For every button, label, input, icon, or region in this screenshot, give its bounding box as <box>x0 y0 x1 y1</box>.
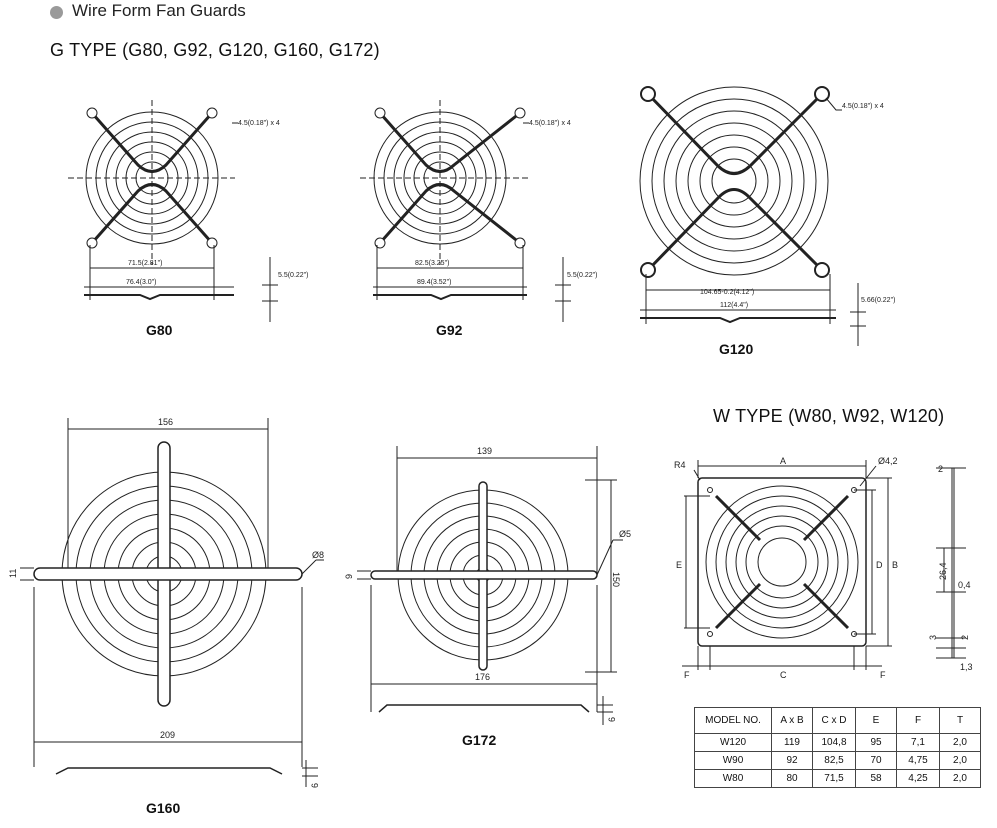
g92-outer-dim: 89.4(3.52") <box>417 279 451 286</box>
g172-label: G172 <box>462 732 497 748</box>
table-row: W80 80 71,5 58 4,25 2,0 <box>694 769 981 788</box>
w-b-label: B <box>892 560 898 570</box>
cell-f: 7,1 <box>896 733 940 752</box>
g160-thick-dim: 6 <box>310 783 320 788</box>
w-side-dim-2: 26,4 <box>938 562 948 580</box>
cell-e: 58 <box>855 769 897 788</box>
header-axb: A x B <box>771 707 813 734</box>
w-d-label: D <box>876 560 883 570</box>
w-side-dim-4: 3 <box>928 635 938 640</box>
header-t: T <box>939 707 981 734</box>
cell-f: 4,75 <box>896 751 940 770</box>
g172-top-dim: 139 <box>477 446 492 456</box>
g80-label: G80 <box>146 322 173 338</box>
g80-thick-dim: 5.5(0.22") <box>278 272 309 279</box>
g160-side-dim: 11 <box>8 569 18 578</box>
g172-side-dim: 9 <box>344 574 354 579</box>
cell-axb: 119 <box>771 733 813 752</box>
w-r4-label: R4 <box>674 460 686 470</box>
g120-label: G120 <box>719 341 754 357</box>
g120-hole-label: 4.5(0.18") x 4 <box>842 103 884 110</box>
cell-cxd: 82,5 <box>812 751 856 770</box>
cell-t: 2,0 <box>939 751 981 770</box>
g160-bottom-dim: 209 <box>160 730 175 740</box>
g80-hole-label: 4.5(0.18") x 4 <box>238 120 280 127</box>
g92-inner-dim: 82.5(3.25") <box>415 260 449 267</box>
header-f: F <box>896 707 940 734</box>
cell-t: 2,0 <box>939 733 981 752</box>
cell-cxd: 71,5 <box>812 769 856 788</box>
g172-right-dim: 150 <box>611 572 621 587</box>
cell-e: 70 <box>855 751 897 770</box>
header-model: MODEL NO. <box>694 707 772 734</box>
w-hole-label: Ø4,2 <box>878 456 898 466</box>
w-side-dim-3: 0,4 <box>958 580 971 590</box>
g160-label: G160 <box>146 800 181 816</box>
w-side-dim-1: 2 <box>938 464 943 474</box>
table-header-row: MODEL NO. A x B C x D E F T <box>694 707 981 734</box>
g80-inner-dim: 71.5(2.81") <box>128 260 162 267</box>
w-spec-table: MODEL NO. A x B C x D E F T W120 119 104… <box>694 707 981 788</box>
w-f-label-left: F <box>684 670 690 680</box>
g172-drawing: 139 150 176 9 Ø5 6 <box>344 446 631 725</box>
w-c-label: C <box>780 670 787 680</box>
g92-label: G92 <box>436 322 463 338</box>
cell-f: 4,25 <box>896 769 940 788</box>
header-bullet <box>50 6 63 19</box>
g172-dia-label: Ø5 <box>619 529 631 539</box>
w-type-title: W TYPE (W80, W92, W120) <box>713 406 945 426</box>
w-type-drawing: R4 A Ø4,2 B D E C F F 2 26,4 0,4 3 2 1,3 <box>674 456 973 680</box>
cell-cxd: 104,8 <box>812 733 856 752</box>
g-type-title: G TYPE (G80, G92, G120, G160, G172) <box>50 40 380 60</box>
w-a-label: A <box>780 456 786 466</box>
g92-thick-dim: 5.5(0.22") <box>567 272 598 279</box>
g92-hole-label: 4.5(0.18") x 4 <box>529 120 571 127</box>
header-cxd: C x D <box>812 707 856 734</box>
table-row: W90 92 82,5 70 4,75 2,0 <box>694 751 981 770</box>
page-title: Wire Form Fan Guards <box>72 1 246 20</box>
g172-thick-dim: 6 <box>607 717 617 722</box>
w-f-label-right: F <box>880 670 886 680</box>
g80-drawing: 4.5(0.18") x 4 71.5(2.81") 76.4(3.0") 5.… <box>68 100 309 322</box>
cell-model: W90 <box>694 751 772 770</box>
w-side-dim-5: 2 <box>960 635 970 640</box>
cell-t: 2,0 <box>939 769 981 788</box>
g120-thick-dim: 5.66(0.22") <box>861 297 895 304</box>
w-side-dim-6: 1,3 <box>960 662 973 672</box>
g160-top-dim: 156 <box>158 417 173 427</box>
g92-drawing: 4.5(0.18") x 4 82.5(3.25") 89.4(3.52") 5… <box>360 100 598 322</box>
w-e-label: E <box>676 560 682 570</box>
g80-outer-dim: 76.4(3.0") <box>126 279 157 286</box>
g172-bottom-dim: 176 <box>475 672 490 682</box>
header-e: E <box>855 707 897 734</box>
g160-dia-label: Ø8 <box>312 550 324 560</box>
cell-e: 95 <box>855 733 897 752</box>
g120-drawing: 4.5(0.18") x 4 104.65-0.2(4.12") 112(4.4… <box>639 86 895 346</box>
cell-axb: 92 <box>771 751 813 770</box>
table-row: W120 119 104,8 95 7,1 2,0 <box>694 733 981 752</box>
g120-outer-dim: 112(4.4") <box>720 302 748 309</box>
g120-inner-dim: 104.65-0.2(4.12") <box>700 289 754 296</box>
cell-model: W120 <box>694 733 772 752</box>
g160-drawing: 156 209 11 Ø8 6 <box>8 417 324 788</box>
cell-axb: 80 <box>771 769 813 788</box>
cell-model: W80 <box>694 769 772 788</box>
